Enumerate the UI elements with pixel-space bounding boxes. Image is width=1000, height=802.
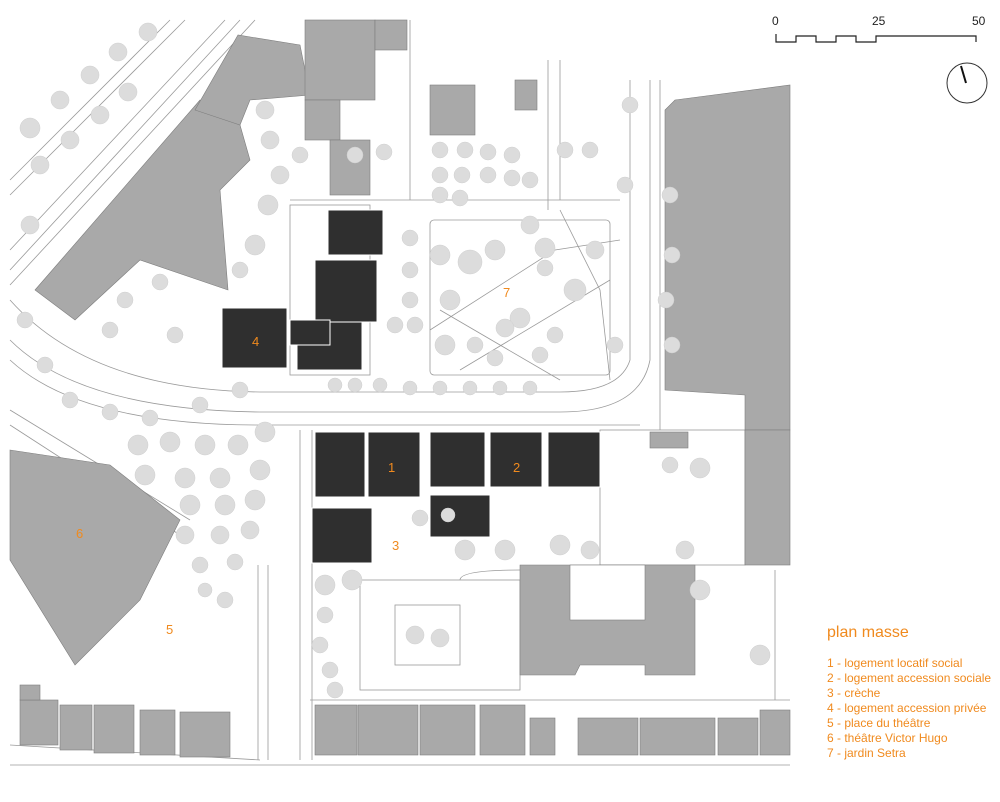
map-label-3: 3 xyxy=(392,538,400,553)
legend-title: plan masse xyxy=(827,624,909,641)
north-arrow-icon xyxy=(946,62,988,104)
legend-item: 5 - place du théâtre xyxy=(827,716,931,730)
scale-label-0: 0 xyxy=(772,14,779,28)
legend-item: 4 - logement accession privée xyxy=(827,701,987,715)
legend-item: 2 - logement accession sociale xyxy=(827,671,992,685)
map-label-2: 2 xyxy=(513,460,521,475)
legend: plan masse 1 - logement locatif social 2… xyxy=(827,624,991,761)
existing-buildings xyxy=(9,19,791,758)
map-label-6: 6 xyxy=(76,526,84,541)
legend-item: 6 - théâtre Victor Hugo xyxy=(827,731,948,745)
map-label-7: 7 xyxy=(503,285,511,300)
legend-item: 3 - crèche xyxy=(827,686,881,700)
new-buildings xyxy=(221,209,601,564)
trees xyxy=(16,22,771,699)
legend-item: 7 - jardin Setra xyxy=(827,746,906,760)
scale-label-50: 50 xyxy=(972,14,986,28)
map-label-1: 1 xyxy=(388,460,396,475)
scale-bar-graphic xyxy=(775,34,977,43)
map-label-5: 5 xyxy=(166,622,174,637)
map-label-4: 4 xyxy=(252,334,260,349)
scale-label-25: 25 xyxy=(872,14,886,28)
legend-item: 1 - logement locatif social xyxy=(827,656,963,670)
